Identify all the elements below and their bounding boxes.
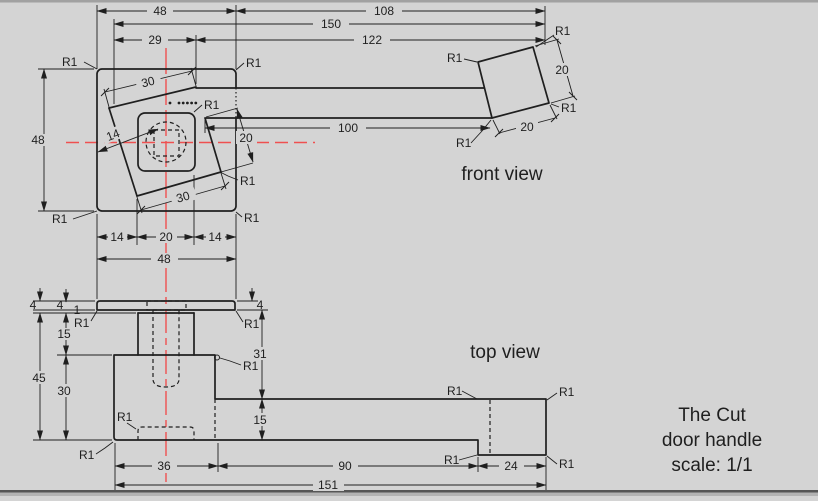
dim-top-drop-31: 31: [253, 347, 267, 361]
front-view: 48 108 150 29 122 100 48 14 20 14 30: [26, 4, 578, 299]
dim-front-knob-bottom-20: 20: [520, 120, 534, 134]
title-block: The Cut door handle scale: 1/1: [662, 405, 762, 476]
dim-top-base-36: 36: [157, 459, 171, 473]
top-screw-hole-hidden: [152, 310, 180, 388]
dim-top-arm-90: 90: [338, 459, 352, 473]
dim-front-knob-right-20: 20: [555, 63, 569, 77]
front-hidden-square: [153, 129, 180, 157]
front-knob-square: [477, 46, 550, 119]
fillet-label-front-plate-tr: R1: [246, 56, 262, 70]
top-fillet-labels: R1 R1 R1 R1 R1 R1 R1 R1 R1: [74, 310, 575, 471]
front-dimension-lines: [41, 7, 578, 240]
top-spindle-hidden: [137, 426, 195, 440]
front-centerlines: [66, 48, 315, 262]
fillet-label-front-knob-top: R1: [555, 24, 571, 38]
window-edge-bottom-line: [0, 490, 818, 493]
fillet-label-front-cut: R1: [240, 174, 256, 188]
top-plate-outline: [96, 300, 236, 311]
fillet-label-top-spindle-hidden: R1: [117, 410, 133, 424]
top-fillet-circle: [214, 354, 220, 361]
window-edge-bottom: [0, 492, 818, 496]
dim-top-bar-15: 15: [253, 413, 267, 427]
top-view-title: top view: [470, 342, 540, 363]
top-dimension-lines: [37, 256, 547, 488]
fillet-label-top-plate-left: R1: [74, 316, 90, 330]
fillet-label-top-knob-tr: R1: [559, 385, 575, 399]
fillet-label-top-inner-corner: R1: [243, 359, 259, 373]
top-screw-head-hidden: [146, 300, 187, 311]
dim-front-cut-bottom-30: 30: [175, 188, 192, 205]
dim-front-bottom-right-14: 14: [208, 230, 222, 244]
dim-front-cut-right-20: 20: [239, 131, 253, 145]
dim-top-width-48: 48: [157, 252, 171, 266]
front-knurl-dots: [168, 101, 198, 105]
dim-top-base-30: 30: [57, 384, 71, 398]
fillet-label-front-plate-br: R1: [244, 211, 260, 225]
dim-top-plate-4a: 4: [30, 298, 37, 312]
front-hidden-circle: [145, 121, 187, 163]
top-hidden-lines: [137, 300, 491, 454]
window-edge-top: [0, 0, 818, 3]
fillet-label-top-knob-bl: R1: [444, 453, 460, 467]
dim-top-length-151: 151: [318, 478, 338, 492]
top-dimension-labels: 48 4 4 1 4 15 45 30 31 15 36 90 24 151: [29, 252, 524, 492]
fillet-label-front-plate-tl: R1: [62, 55, 78, 69]
front-view-title: front view: [461, 164, 543, 185]
top-base-outline: [113, 354, 547, 456]
dim-front-arm-100: 100: [338, 121, 358, 135]
front-arm-outline: [195, 46, 550, 119]
title-block-scale: scale: 1/1: [671, 455, 752, 476]
dim-front-150: 150: [321, 17, 341, 31]
front-dimension-labels: 48 108 150 29 122 100 48 14 20 14 30: [26, 4, 573, 244]
front-extension-lines: [38, 5, 576, 299]
dim-top-plate-4-right: 4: [257, 298, 264, 312]
title-block-part: door handle: [662, 430, 762, 451]
fillet-label-top-base-bl: R1: [79, 448, 95, 462]
dim-top-knob-24: 24: [504, 459, 518, 473]
fillet-label-front-knob-right: R1: [561, 101, 577, 115]
fillet-label-top-knob-br: R1: [559, 457, 575, 471]
fillet-label-front-plate-bl: R1: [52, 212, 68, 226]
front-fillet-labels: R1 R1 R1 R1 R1 R1 R1 R1 R1 R1: [52, 24, 577, 226]
title-block-name: The Cut: [678, 405, 746, 426]
dim-front-plate-height: 48: [31, 133, 45, 147]
dim-front-cut-left-14: 14: [104, 126, 122, 144]
fillet-label-top-knob-tl: R1: [447, 384, 463, 398]
top-extension-lines: [33, 300, 547, 490]
dim-top-step-1: 1: [74, 303, 81, 317]
dim-front-122: 122: [362, 33, 382, 47]
dim-top-total-45: 45: [32, 371, 46, 385]
dim-front-bottom-center-20: 20: [159, 230, 173, 244]
dim-top-plate-4b: 4: [57, 298, 64, 312]
dim-front-29: 29: [148, 33, 162, 47]
dim-front-108: 108: [374, 4, 394, 18]
top-neck-outline: [137, 312, 195, 356]
dim-front-bottom-left-14: 14: [110, 230, 124, 244]
fillet-label-front-knob-left: R1: [447, 51, 463, 65]
fillet-label-front-knob-bottom: R1: [456, 136, 472, 150]
fillet-label-top-plate-right: R1: [244, 317, 260, 331]
fillet-label-front-spindle: R1: [204, 98, 220, 112]
dim-top-neck-15: 15: [57, 327, 71, 341]
dim-front-cut-top-30: 30: [140, 74, 157, 91]
dim-front-plate-width-top: 48: [153, 4, 167, 18]
top-view: 48 4 4 1 4 15 45 30 31 15 36 90 24 151: [29, 252, 575, 492]
